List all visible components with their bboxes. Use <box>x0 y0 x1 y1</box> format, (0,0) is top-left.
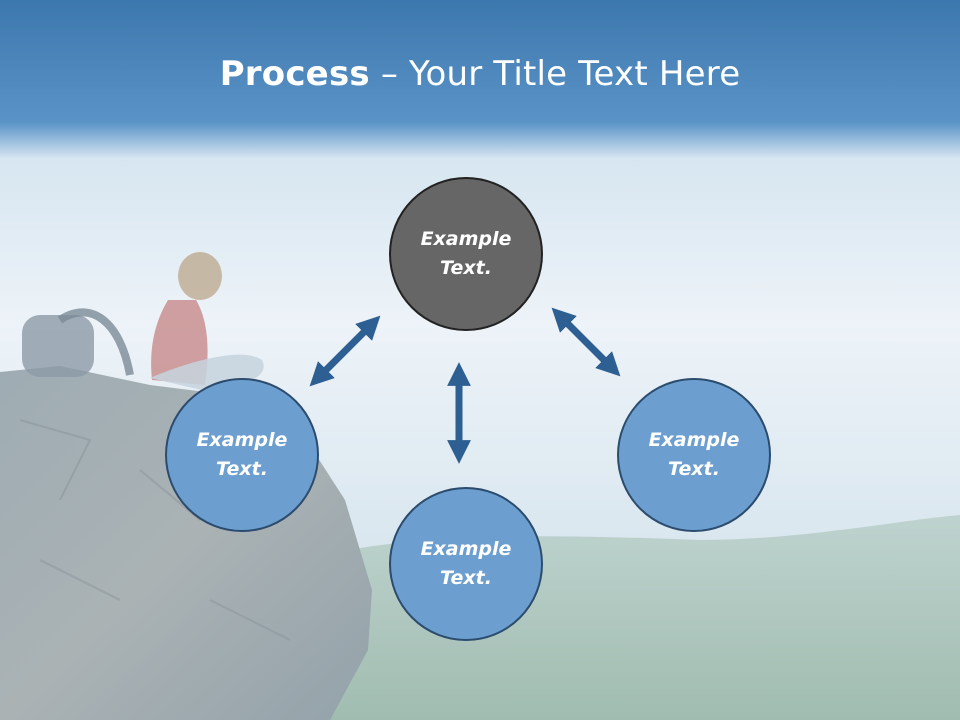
node-bottom: Example Text. <box>389 487 543 641</box>
node-bottom-text: Example Text. <box>420 538 512 589</box>
node-right: Example Text. <box>617 378 771 532</box>
title-bold: Process <box>219 54 370 94</box>
slide-title: Process – Your Title Text Here <box>0 52 960 96</box>
node-right-text: Example Text. <box>648 429 740 480</box>
node-top-text: Example Text. <box>420 228 512 279</box>
arrow-left-top <box>309 315 381 387</box>
node-left: Example Text. <box>165 378 319 532</box>
node-top: Example Text. <box>389 177 543 331</box>
title-rest: – Your Title Text Here <box>369 54 741 94</box>
node-left-text: Example Text. <box>196 429 288 480</box>
arrow-right-top <box>551 307 621 377</box>
